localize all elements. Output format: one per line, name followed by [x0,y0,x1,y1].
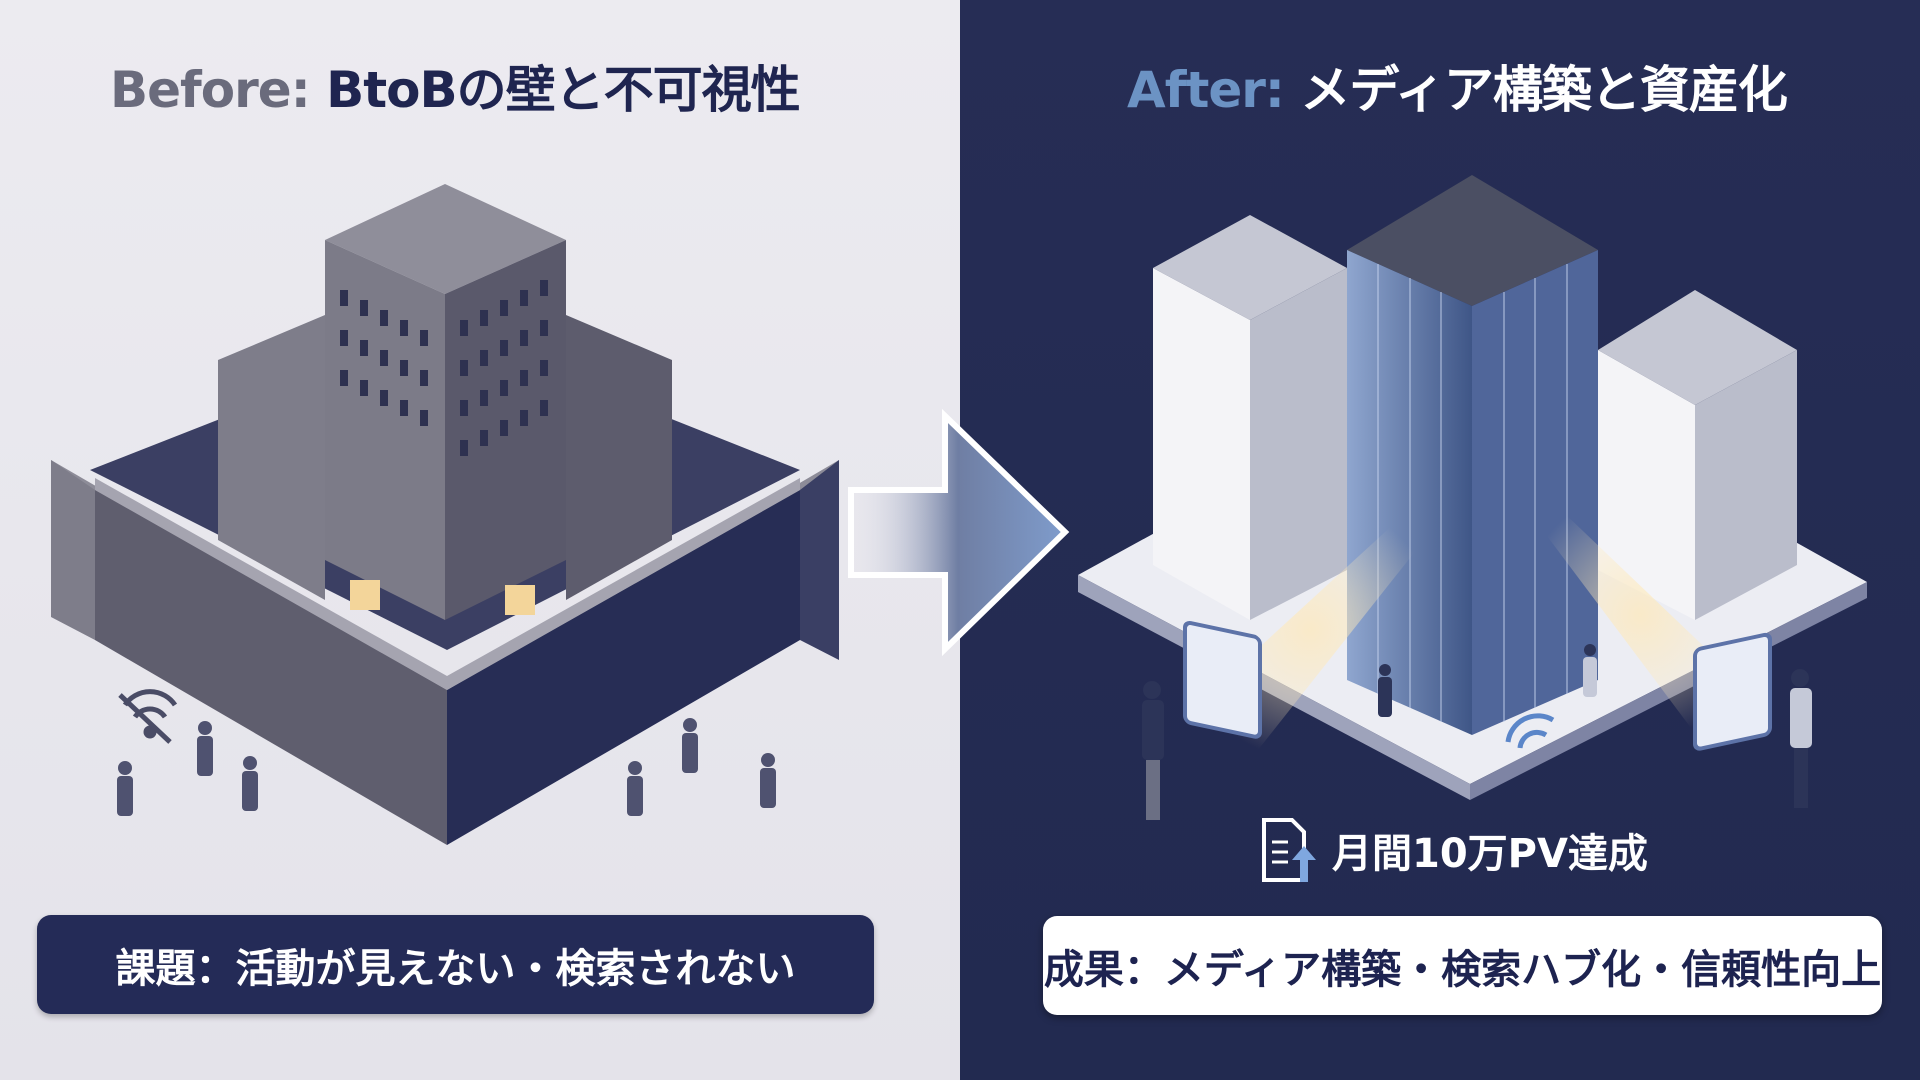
document-upload-icon [1262,818,1316,882]
media-hub-buildings [1078,175,1867,800]
pv-metric: 月間10万PV達成 [1258,818,1648,882]
after-title-main: メディア構築と資産化 [1300,61,1787,119]
glass-grid [1377,264,1568,722]
issue-caption-text: 課題：活動が見えない・検索されない [115,945,796,992]
before-title: Before: BtoBの壁と不可視性 [110,50,801,122]
tower-windows [340,280,548,456]
no-wifi-icon [118,689,178,744]
pv-metric-text: 月間10万PV達成 [1332,831,1648,877]
before-title-main: BtoBの壁と不可視性 [326,61,800,119]
transition-arrow [848,408,1070,657]
issue-caption: 課題：活動が見えない・検索されない [37,915,874,1014]
walking-people [117,718,776,816]
people-with-tablets [1142,644,1812,820]
walled-building [51,184,839,845]
result-caption-text: 成果：メディア構築・検索ハブ化・信頼性向上 [1043,946,1882,993]
after-title: After: メディア構築と資産化 [1127,50,1788,122]
result-caption: 成果：メディア構築・検索ハブ化・信頼性向上 [1043,916,1882,1015]
before-title-prefix: Before: [110,61,311,119]
wifi-icon [1505,713,1555,749]
after-title-prefix: After: [1127,61,1285,119]
